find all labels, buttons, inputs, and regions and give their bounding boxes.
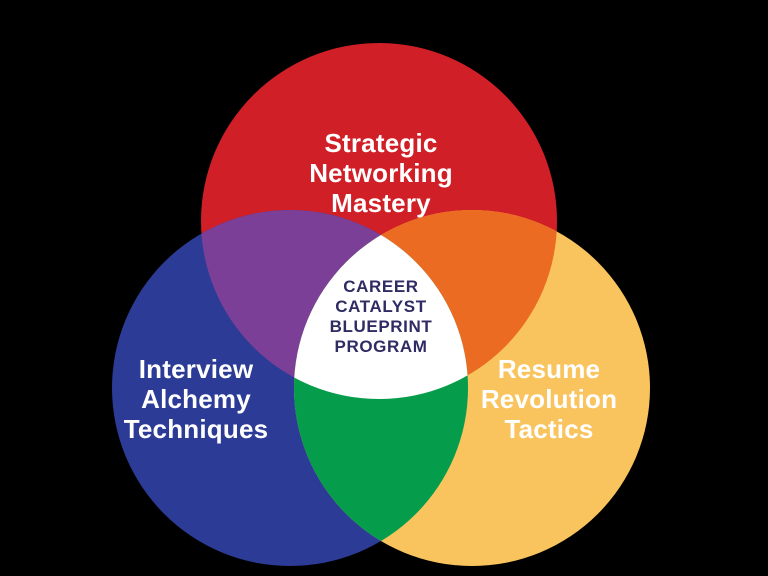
label-line: Resume — [497, 354, 601, 384]
label-line: CAREER — [343, 277, 419, 296]
label-line: CATALYST — [335, 297, 427, 316]
label-line: BLUEPRINT — [329, 317, 433, 336]
label-strategic-networking-mastery: Strategic Networking Mastery — [309, 128, 453, 218]
label-line: Strategic — [324, 128, 438, 158]
label-line: Revolution — [480, 384, 618, 414]
label-line: Interview — [138, 354, 254, 384]
label-line: Techniques — [123, 414, 269, 444]
label-career-catalyst-blueprint-program: CAREER CATALYST BLUEPRINT PROGRAM — [330, 277, 433, 357]
label-line: Tactics — [504, 414, 594, 444]
label-resume-revolution-tactics: Resume Revolution Tactics — [481, 354, 617, 444]
label-line: PROGRAM — [334, 337, 428, 356]
label-line: Alchemy — [141, 384, 251, 414]
label-interview-alchemy-techniques: Interview Alchemy Techniques — [124, 354, 269, 444]
label-line: Mastery — [331, 188, 431, 218]
overlap-center — [294, 210, 468, 399]
label-line: Networking — [309, 158, 453, 188]
